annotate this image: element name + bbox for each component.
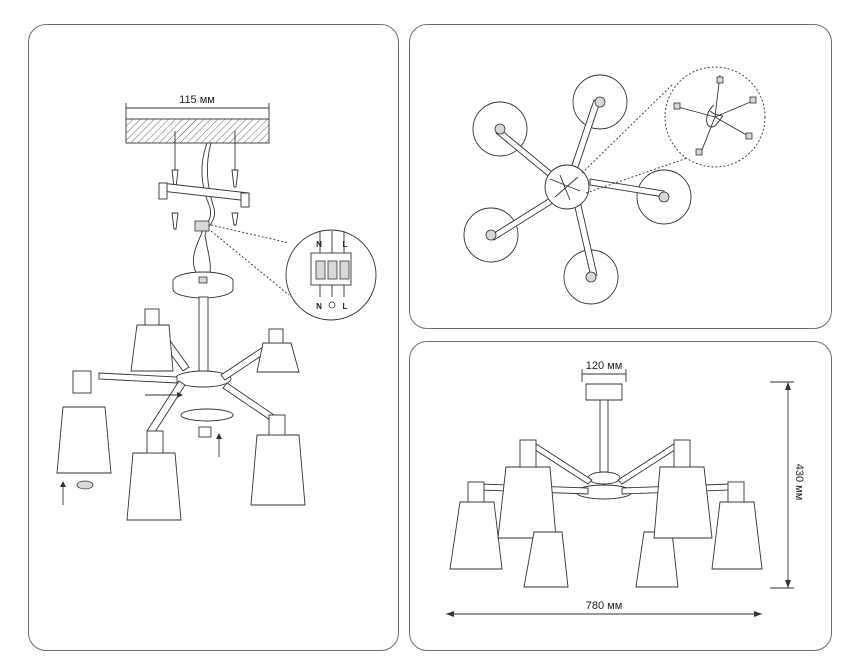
mounting-bracket [158, 182, 250, 208]
wiring-detail-callout [664, 66, 766, 168]
ceiling-dimension: 115 мм [125, 94, 270, 120]
terminal-block-callout: N L N L [285, 229, 377, 321]
width-dimension: 780 мм [446, 600, 762, 617]
top-view-arms [490, 99, 665, 278]
total-height-label: 430 мм [793, 464, 805, 501]
dimensions-panel: 120 мм [409, 341, 832, 651]
height-dimension: 430 мм [770, 381, 805, 589]
installation-diagram: 115 мм [56, 94, 377, 521]
side-hub [587, 471, 621, 485]
dimensions-diagram: 120 мм [446, 360, 805, 617]
top-view-diagram [463, 66, 766, 305]
side-stem [599, 399, 609, 473]
wall-anchors [171, 131, 239, 230]
top-view-panel [409, 24, 832, 329]
finial [198, 426, 212, 438]
ground-symbol-icon [328, 301, 336, 309]
stem [198, 296, 209, 372]
side-canopy [585, 383, 623, 401]
canopy [172, 271, 234, 299]
side-sockets [467, 439, 745, 503]
ceiling-slab [125, 118, 270, 144]
canopy-width-label: 120 мм [586, 360, 623, 372]
installation-panel: 115 мм [28, 24, 399, 651]
terminal-label-n-bottom: N [316, 302, 322, 311]
side-lamp-shades [449, 466, 763, 588]
terminal-label-l-bottom: L [343, 302, 348, 311]
total-width-label: 780 мм [586, 600, 623, 612]
hub-wires [549, 174, 581, 201]
top-view-sockets [485, 96, 670, 283]
cover-plate [180, 408, 234, 422]
assembly-arrows [60, 392, 222, 505]
lamp-shades [56, 324, 306, 521]
sockets [72, 308, 286, 454]
canopy-dimension: 120 мм [581, 360, 627, 382]
terminal-label-l-top: L [343, 240, 348, 249]
arms [98, 316, 278, 436]
ceiling-width-label: 115 мм [179, 94, 215, 106]
terminal-label-n-top: N [316, 240, 322, 249]
